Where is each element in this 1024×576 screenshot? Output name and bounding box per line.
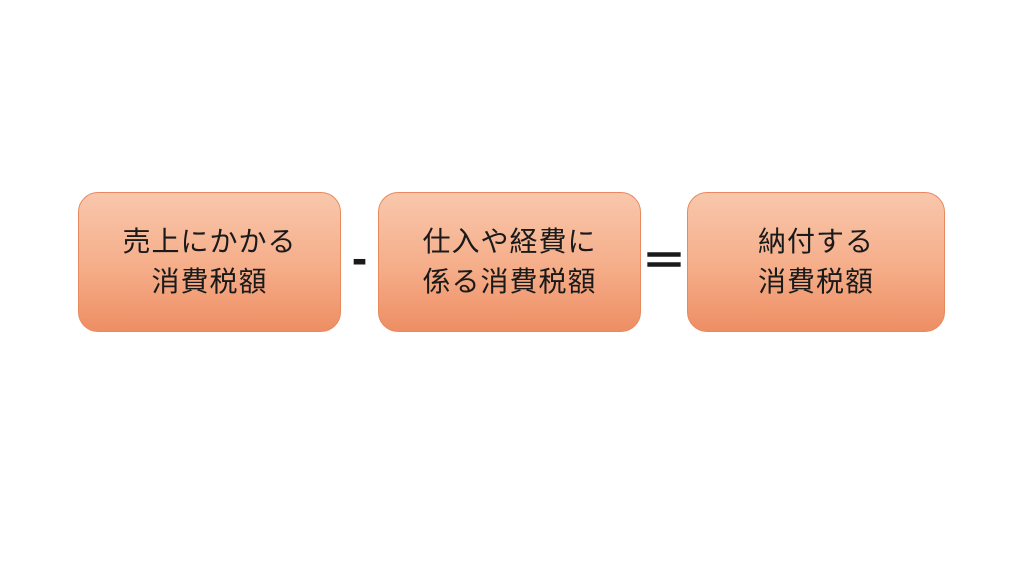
sales-consumption-tax-line1: 売上にかかる <box>122 226 297 257</box>
purchase-expense-tax-box: 仕入や経費に 係る消費税額 <box>378 192 641 332</box>
tax-payable-line2: 消費税額 <box>757 266 874 297</box>
tax-payable-line1: 納付する <box>757 226 874 257</box>
equals-operator: ＝ <box>642 237 686 286</box>
tax-payable-box: 納付する 消費税額 <box>687 192 945 332</box>
sales-consumption-tax-box: 売上にかかる 消費税額 <box>78 192 341 332</box>
minus-operator: - <box>351 232 368 284</box>
purchase-expense-tax-line1: 仕入や経費に <box>422 226 597 257</box>
sales-consumption-tax-line2: 消費税額 <box>151 266 268 297</box>
purchase-expense-tax-line2: 係る消費税額 <box>422 266 597 297</box>
